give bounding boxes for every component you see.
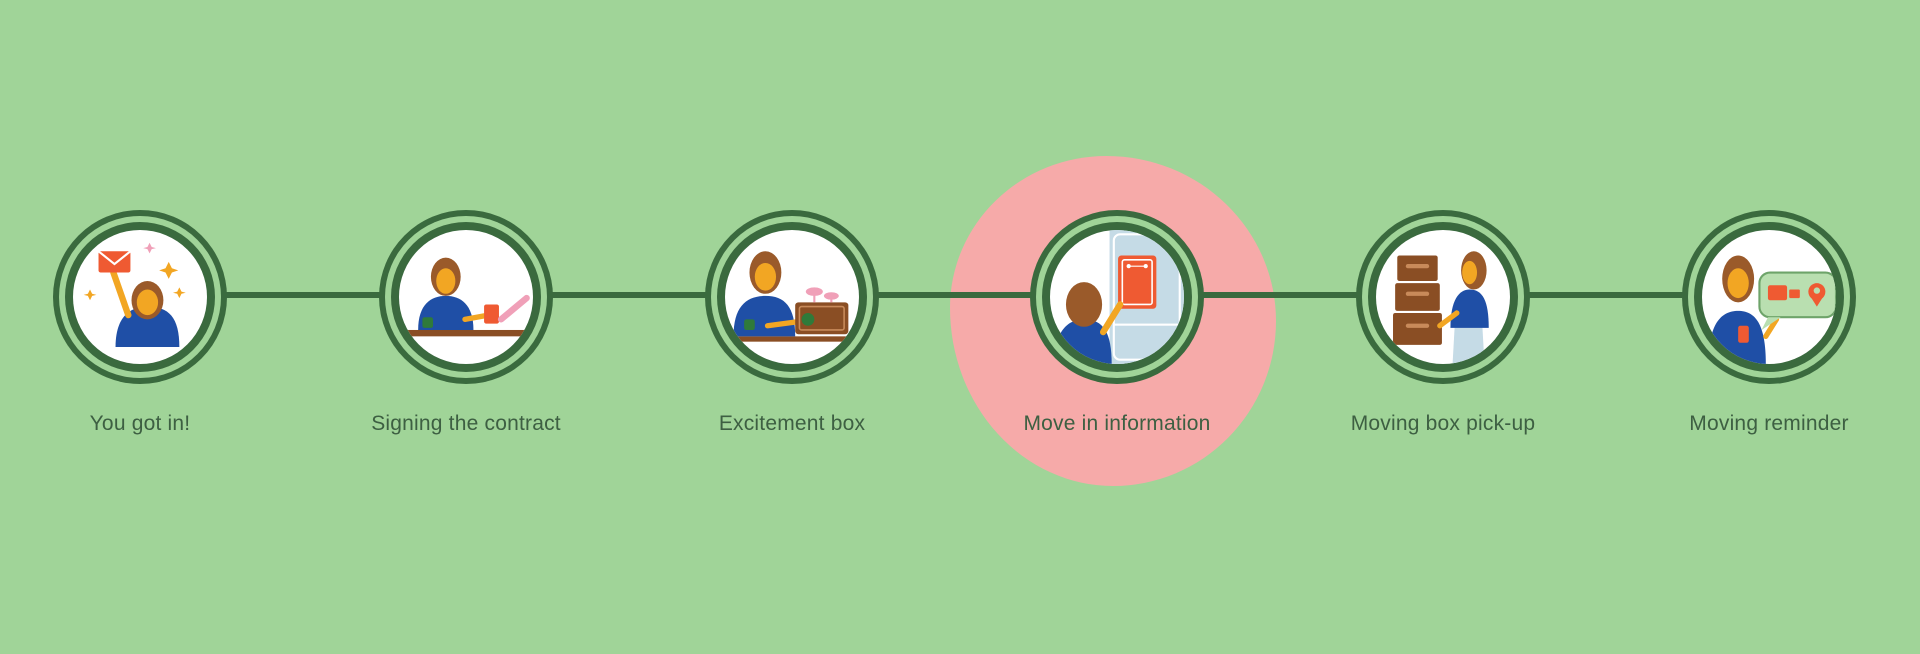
step-move-in-information[interactable]: Move in information [997,210,1237,436]
step-circle[interactable] [379,210,553,384]
step-label: Signing the contract [371,412,561,435]
step-label: Move in information [1023,412,1211,435]
step-label: Excitement box [718,412,866,435]
step-you-got-in[interactable]: You got in! [20,210,260,436]
step-moving-reminder[interactable]: Moving reminder [1649,210,1889,436]
contract-signing-icon [399,257,533,337]
step-label: You got in! [89,412,191,435]
moving-boxes-icon [1393,251,1489,364]
step-circle[interactable] [1682,210,1856,384]
step-excitement-box[interactable]: Excitement box [672,210,912,436]
excitement-box-icon [725,251,859,342]
step-signing-the-contract[interactable]: Signing the contract [346,210,586,436]
step-circle[interactable] [1030,210,1204,384]
step-moving-box-pick-up[interactable]: Moving box pick-up [1323,210,1563,436]
envelope-celebration-icon [83,242,186,347]
step-circle[interactable] [53,210,227,384]
step-label: Moving box pick-up [1350,412,1536,435]
step-label: Moving reminder [1689,412,1849,435]
timeline-connector-line [140,292,1780,298]
step-circle[interactable] [705,210,879,384]
fridge-note-icon [1054,230,1184,364]
phone-reminder-icon [1708,255,1836,364]
step-circle[interactable] [1356,210,1530,384]
